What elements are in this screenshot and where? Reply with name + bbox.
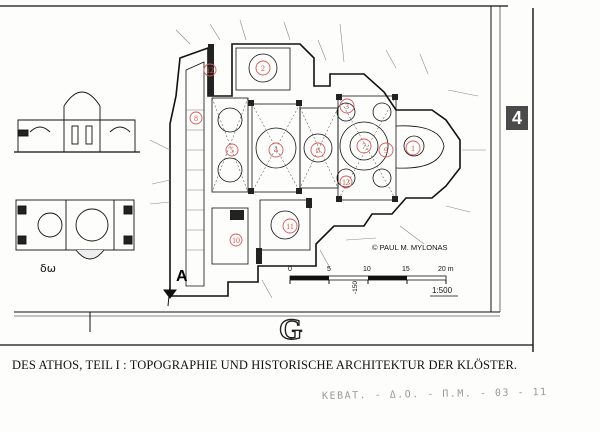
scale-ratio: 1:500 [432, 286, 453, 295]
svg-text:12: 12 [206, 66, 214, 75]
svg-text:3: 3 [345, 102, 349, 111]
scale-tick-0: 0 [288, 266, 292, 273]
svg-text:13: 13 [342, 178, 350, 187]
svg-text:1: 1 [411, 144, 415, 153]
svg-text:9: 9 [384, 146, 388, 155]
section-line [163, 285, 177, 307]
scale-tick-20: 20 m [438, 266, 454, 273]
svg-text:2: 2 [261, 64, 265, 73]
section-letter: A [176, 268, 188, 285]
scale-tick-15: 15 [402, 266, 410, 273]
pencil-marks [149, 19, 486, 299]
svg-text:10: 10 [232, 236, 240, 245]
svg-text:7: 7 [362, 142, 366, 151]
scale-tick-10: 10 [363, 266, 371, 273]
level-mark: -150 [352, 280, 359, 294]
svg-text:8: 8 [194, 114, 198, 123]
section-elevation [14, 91, 140, 153]
scale-tick-5: 5 [327, 266, 331, 273]
page-caption: DES ATHOS, TEIL I : TOPOGRAPHIE UND HIST… [12, 358, 518, 372]
small-plan [15, 199, 135, 260]
grid-letter: G [278, 312, 303, 346]
svg-text:4: 4 [274, 146, 278, 155]
scale-bar [289, 275, 458, 297]
page-number: 4 [506, 106, 528, 130]
red-number-labels: 2 3 1 8 5 4 6 7 9 10 11 12 13 [194, 64, 415, 245]
red-annotations [189, 60, 421, 247]
svg-text:5: 5 [230, 146, 234, 155]
svg-text:6: 6 [316, 146, 320, 155]
legend-symbol: δω [40, 262, 56, 275]
svg-text:11: 11 [286, 222, 294, 231]
main-floor-plan [169, 43, 461, 297]
copyright-credit: © PAUL M. MYLONAS [372, 243, 448, 252]
